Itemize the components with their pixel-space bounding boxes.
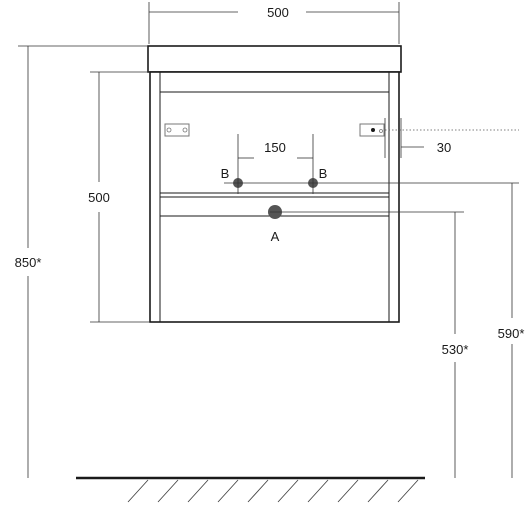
floor-hatching — [127, 479, 419, 503]
drain-height-label: 530* — [442, 342, 469, 357]
cabinet-height-label: 500 — [88, 190, 110, 205]
pipe-spacing-label: 150 — [264, 140, 286, 155]
dim-wall-offset: 30 — [384, 118, 451, 158]
dim-cabinet-height: 500 — [88, 71, 150, 323]
dim-drain-height: 530* — [442, 212, 469, 478]
total-height-label: 850* — [15, 255, 42, 270]
right-bracket-icon — [359, 123, 385, 137]
pipes — [224, 134, 519, 219]
supply-right-label: B — [319, 166, 328, 181]
left-bracket-icon — [164, 123, 190, 137]
drain-label: A — [271, 229, 280, 244]
dim-supply-height: 590* — [498, 183, 525, 478]
cabinet — [147, 45, 519, 323]
floor — [76, 476, 425, 503]
supply-height-label: 590* — [498, 326, 525, 341]
dim-pipe-spacing: 150 — [238, 140, 313, 159]
dim-total-height: 850* — [15, 45, 148, 478]
wall-offset-label: 30 — [437, 140, 451, 155]
countertop — [147, 45, 402, 73]
top-width-label: 500 — [267, 5, 289, 20]
supply-left-label: B — [221, 166, 230, 181]
dim-top-width: 500 — [148, 2, 400, 44]
